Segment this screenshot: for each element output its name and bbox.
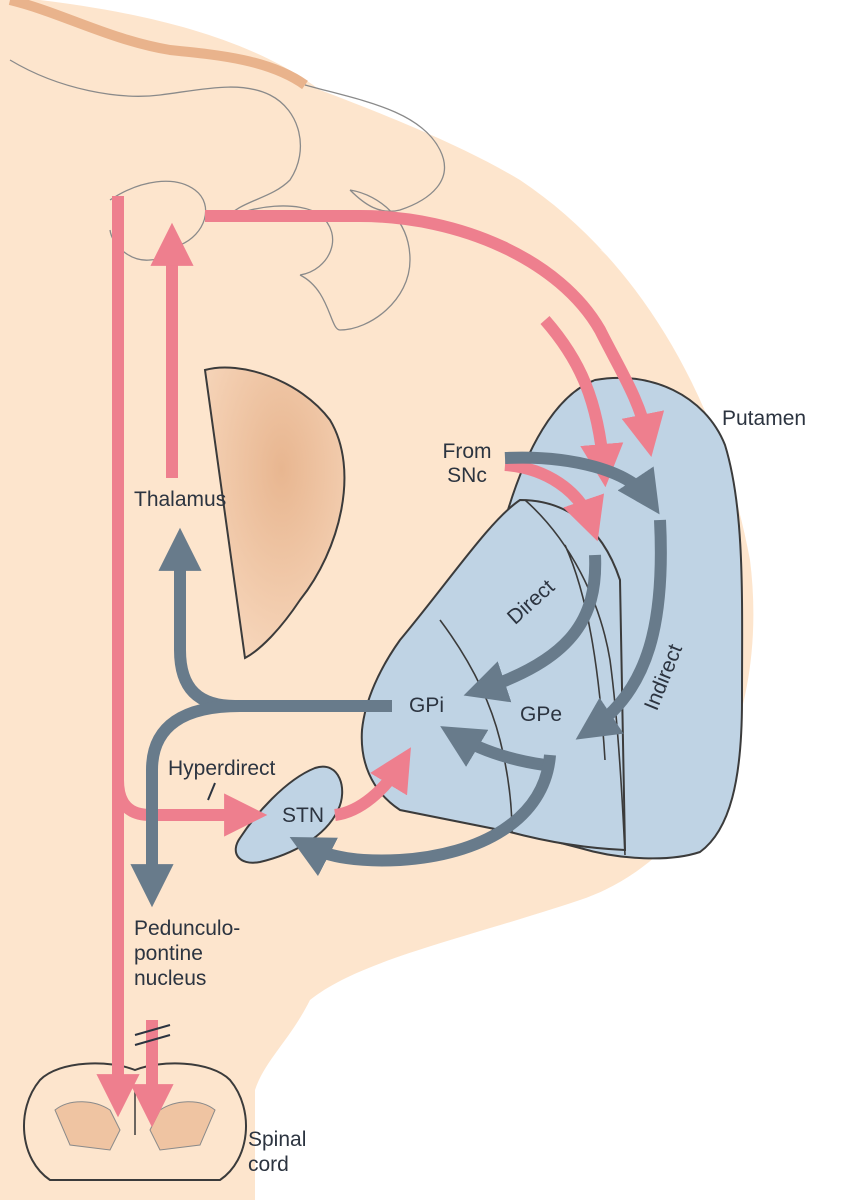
indirect-pathway-arrow (575, 519, 667, 740)
ppn-label-line2: pontine (134, 942, 203, 965)
snc-to-indirect-arrow (504, 451, 660, 515)
stn-to-gpi-arrow (333, 747, 411, 821)
cortex-edge (8, 0, 308, 90)
ppn-label-line3: nucleus (134, 967, 207, 990)
snc-to-direct-arrow (504, 459, 605, 542)
inhibitory-pathways (130, 451, 667, 908)
cortex-to-putamen-arrow (205, 210, 665, 457)
brain-right-fade (600, 250, 849, 880)
hyperdirect-label: Hyperdirect (168, 757, 276, 780)
brain-outline (0, 0, 754, 1200)
ppn-label-line1: Pedunculo- (134, 917, 241, 940)
from-snc-label-line2: SNc (447, 464, 487, 487)
gpi-label: GPi (409, 694, 445, 717)
cortex-to-putamen-arrow-2 (540, 316, 624, 488)
gpe-label: GPe (520, 703, 563, 726)
stn-label: STN (282, 804, 324, 827)
gpe-to-gpi-arrow (440, 726, 546, 771)
putamen-label: Putamen (722, 407, 807, 430)
hyperdirect-tick (207, 782, 216, 801)
spinal-cord-label-line2: cord (248, 1153, 289, 1176)
break-mark (134, 1024, 171, 1046)
direct-pathway-arrow (463, 554, 602, 703)
gpi-to-ppn-arrow (130, 700, 241, 908)
thalamus-shape (203, 366, 346, 660)
from-snc-label-line1: From (442, 440, 492, 463)
thalamus-label: Thalamus (134, 488, 227, 511)
gpe-to-stn-arrow (289, 754, 556, 877)
spinal-cord-label-line1: Spinal (248, 1128, 307, 1151)
